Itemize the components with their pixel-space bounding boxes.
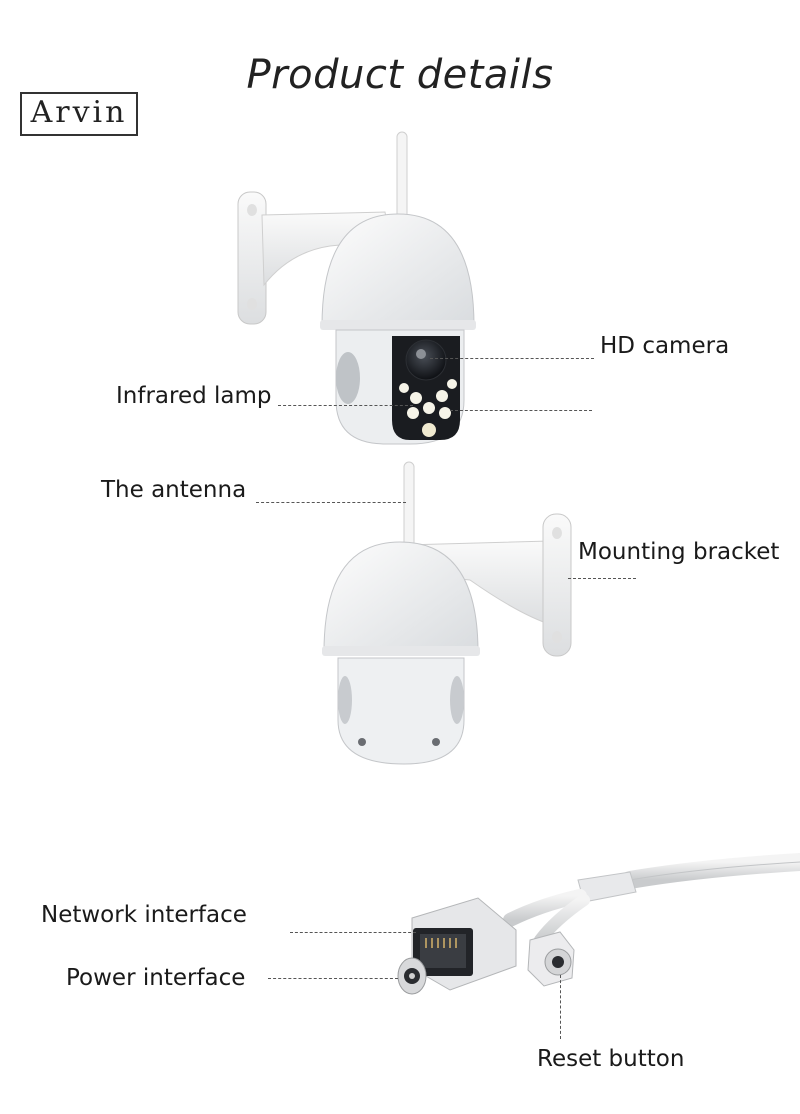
brand-logo: Arvin <box>20 92 138 136</box>
leader-infrared-lamp-right <box>450 410 592 411</box>
label-antenna: The antenna <box>101 477 247 503</box>
leader-mounting-bracket <box>568 578 636 579</box>
leader-antenna <box>256 502 406 503</box>
leader-infrared-lamp <box>278 405 413 406</box>
leader-power-interface <box>268 978 398 979</box>
leader-hd-camera <box>430 358 594 359</box>
label-reset-button: Reset button <box>537 1046 685 1072</box>
label-hd-camera: HD camera <box>600 333 730 359</box>
cable-assembly <box>397 853 800 995</box>
label-power-interface: Power interface <box>66 965 246 991</box>
label-network-interface: Network interface <box>41 902 247 928</box>
page-title: Product details <box>246 52 554 98</box>
label-mounting-bracket: Mounting bracket <box>578 539 780 565</box>
leader-reset-button <box>560 975 561 1039</box>
camera-back-view <box>322 461 572 765</box>
camera-front-view <box>237 131 476 445</box>
leader-network-interface <box>290 932 416 933</box>
label-infrared-lamp: Infrared lamp <box>116 383 272 409</box>
